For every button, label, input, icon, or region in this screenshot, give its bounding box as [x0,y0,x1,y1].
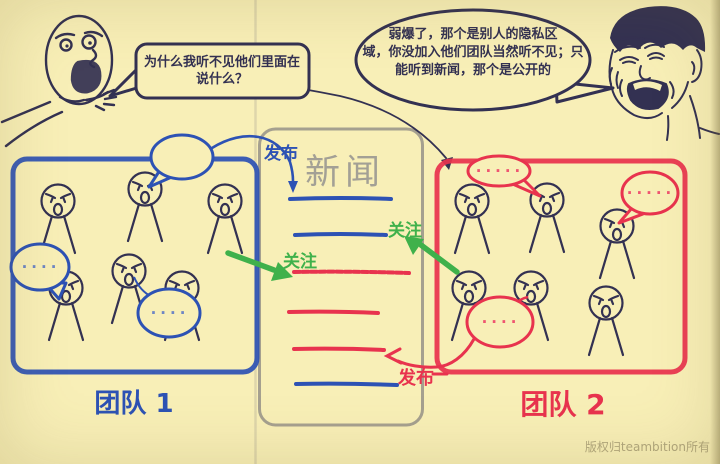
team2-chatter-bubbles [465,154,680,349]
team1-member [39,183,77,255]
news-line [293,232,388,237]
team1-bubble-left [9,242,71,292]
follow-label-right: 关注 [388,221,422,241]
team1-bubble-top [149,133,215,181]
team1-chatter-bubbles [9,133,215,339]
publish-arrow-team1 [210,135,298,193]
team2-bubble-top [466,154,532,188]
team1-member [206,183,244,255]
y-u-no-meme-face-icon [0,14,118,148]
news-line [292,269,411,275]
news-line [294,381,399,387]
right-bubble-line1: 弱爆了，那个是别人的隐私区 [388,27,558,42]
news-line [287,309,380,315]
right-bubble-text: 弱爆了，那个是别人的隐私区 域，你没加入他们团队当然听不见；只 能听到新闻，那个… [356,26,590,80]
right-bubble-line2: 域，你没加入他们团队当然听不见；只 [362,45,584,60]
team1-bubble-dots-bottom: ···· [150,304,190,322]
team2-label: 团队 2 [520,388,606,421]
right-speech-bubble [354,8,615,112]
news-line [288,196,393,201]
left-bubble-text: 为什么我听不见他们里面在 说什么？ [139,54,305,88]
news-panel-title: 新闻 [305,153,386,193]
follow-label-left: 关注 [283,252,317,272]
team2-bubble-bottom [465,295,535,349]
publish-label-team2: 发布 [398,368,434,389]
news-feed-lines [287,196,411,387]
follow-arrow-team1 [225,250,293,281]
right-bubble-line3: 能听到新闻，那个是公开的 [394,63,551,78]
team2-bubble-dots-right: ····· [626,184,676,202]
team2-bubble-right [620,170,680,216]
team1-label: 团队 1 [94,389,174,419]
news-line [292,346,386,352]
left-bubble-line1: 为什么我听不见他们里面在 [143,55,300,70]
team2-bubble-dots-top: ····· [475,162,525,180]
team2-bubble-dots-bottom: ···· [481,313,521,331]
follow-arrow-team2 [404,236,460,275]
team2-box [434,158,688,375]
team1-bubble-dots-left: ···· [21,258,61,276]
copyright-notice: 版权归teambition所有 [584,440,710,454]
team1-bubble-bottom [136,287,202,339]
left-bubble-line2: 说什么？ [195,72,248,87]
publish-arrow-team2 [383,337,476,376]
publish-label-team1: 发布 [264,144,298,164]
yao-ming-laughing-face-icon [608,6,720,141]
team2-member [587,285,625,357]
team2-member [453,183,491,255]
left-speech-bubble [108,42,311,100]
